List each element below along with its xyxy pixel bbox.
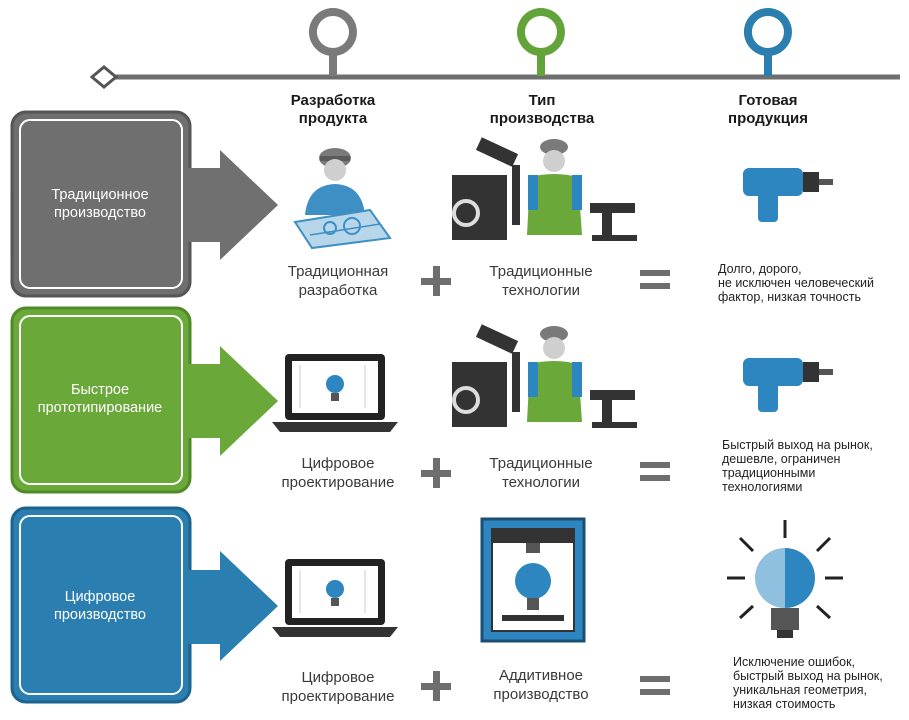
row-traditional-development: Традиционная разработка: [287, 263, 389, 299]
power-drill-icon: [743, 168, 833, 222]
worker-with-drawings-icon: [293, 148, 392, 250]
row-traditional-arrow: [10, 110, 278, 298]
location-pin-icon: [517, 7, 565, 76]
row-traditional-label: Традиционное производство: [51, 187, 149, 221]
row-digital-label: Цифровое производство: [54, 589, 146, 623]
row-traditional-production: Традиционные технологии: [489, 263, 593, 299]
equals-icon: [640, 676, 670, 696]
power-drill-icon: [743, 358, 833, 412]
equals-icon: [640, 462, 670, 482]
row-digital-production: Аддитивное производство: [493, 667, 589, 703]
plus-icon: [421, 671, 451, 701]
plus-icon: [421, 458, 451, 488]
header-finished-product: Готовая продукция: [728, 92, 808, 127]
3d-printer-icon: [480, 517, 586, 643]
location-pin-icon: [309, 7, 357, 76]
worker-at-machine-icon: [452, 137, 637, 241]
equals-icon: [640, 270, 670, 290]
location-pin-icon: [744, 7, 792, 76]
row-rapid-arrow: [10, 306, 278, 494]
row-rapid-production: Традиционные технологии: [489, 455, 593, 491]
row-digital-result: Исключение ошибок, быстрый выход на рыно…: [733, 655, 883, 711]
row-digital-arrow: [10, 506, 278, 704]
timeline: [89, 65, 900, 89]
plus-icon: [421, 266, 451, 296]
row-rapid-label: Быстрое прототипирование: [37, 382, 163, 416]
laptop-lightbulb-icon: [272, 559, 398, 637]
row-rapid-development: Цифровое проектирование: [281, 455, 395, 491]
row-rapid-result: Быстрый выход на рынок, дешевле, огранич…: [722, 438, 873, 494]
row-digital-development: Цифровое проектирование: [281, 669, 395, 705]
worker-at-machine-icon: [452, 324, 637, 428]
glowing-lightbulb-icon: [727, 520, 843, 638]
header-production-type: Тип производства: [489, 92, 595, 127]
row-traditional-result: Долго, дорого, не исключен человеческий …: [718, 262, 875, 304]
laptop-lightbulb-icon: [272, 354, 398, 432]
header-development: Разработка продукта: [290, 92, 376, 127]
